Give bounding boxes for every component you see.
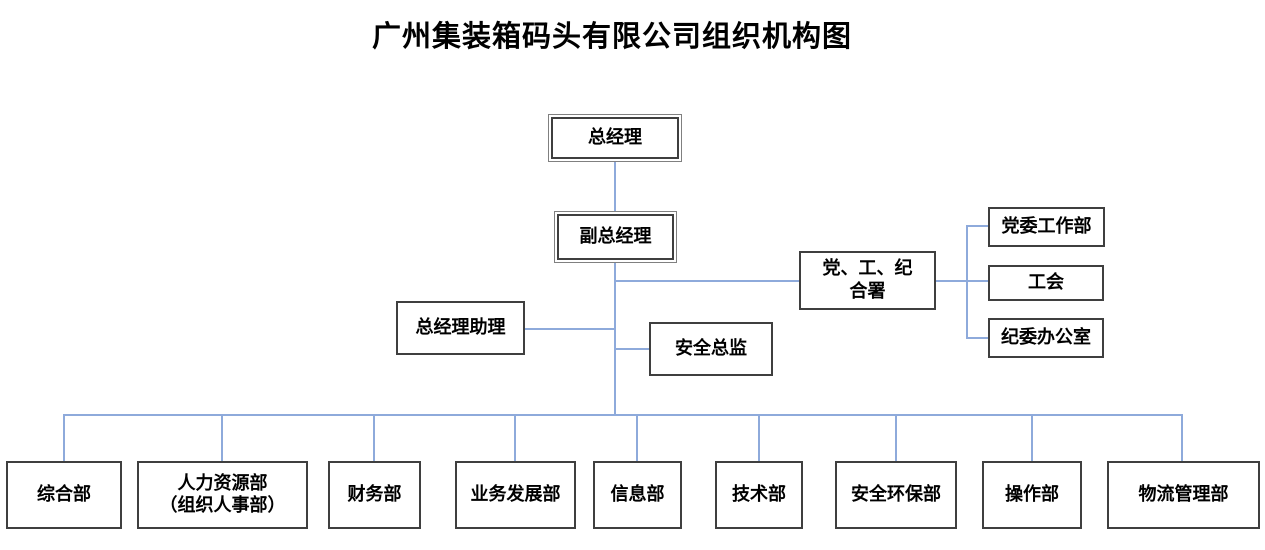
connector-party-spine [966,225,968,339]
connector-drop-3 [373,414,375,462]
connector-drop-6 [758,414,760,462]
connector-trunk-top [614,162,616,211]
chart-title: 广州集装箱码头有限公司组织机构图 [371,19,852,53]
connector-party-branch-bottom [966,337,988,339]
node-dept-information: 信息部 [593,461,682,529]
node-discipline-committee-office: 纪委办公室 [988,318,1104,358]
node-label-line2: 合署 [849,280,886,302]
node-gm-assistant: 总经理助理 [396,301,525,355]
node-label: 安全总监 [675,337,747,359]
connector-trunk-main [614,263,616,416]
connector-drop-7 [895,414,897,462]
node-label: 党委工作部 [1001,215,1092,237]
node-label-line1: 党、工、纪 [822,258,913,279]
node-party-committee-work-dept: 党委工作部 [988,207,1105,247]
connector-drop-1 [63,414,65,462]
node-dept-logistics-management: 物流管理部 [1107,461,1260,529]
node-deputy-general-manager: 副总经理 [554,211,677,263]
node-label: 综合部 [37,483,91,505]
connector-drop-2 [221,414,223,462]
node-label: 财务部 [347,483,402,505]
node-label: 业务发展部 [470,483,561,505]
node-label: 技术部 [732,483,786,505]
node-general-manager: 总经理 [548,114,682,162]
connector-drop-5 [636,414,638,462]
node-party-union-discipline-office: 党、工、纪 合署 [799,251,936,310]
connector-drop-8 [1031,414,1033,462]
node-dept-general-affairs: 综合部 [6,461,122,529]
connector-party-right [936,280,988,282]
connector-drop-9 [1181,414,1183,462]
connector-party-left [615,280,799,282]
node-label: 信息部 [610,483,665,505]
connector-gm-assistant [525,328,615,330]
node-label: 总经理 [588,126,642,148]
connector-dept-rail [63,414,1183,416]
node-label: 纪委办公室 [1001,326,1091,348]
connector-safety-director [615,348,650,350]
node-label: 总经理助理 [415,316,506,338]
node-label: 操作部 [1005,483,1059,505]
node-dept-operations: 操作部 [982,461,1082,529]
node-safety-director: 安全总监 [649,322,773,376]
node-dept-finance: 财务部 [328,461,421,529]
node-dept-business-development: 业务发展部 [455,461,576,529]
node-label: 物流管理部 [1138,483,1229,505]
connector-party-branch-top [966,225,988,227]
node-labor-union: 工会 [988,265,1104,301]
node-label: 安全环保部 [851,483,941,505]
node-label: 工会 [1028,271,1064,293]
node-label-line2: （组织人事部） [159,495,286,516]
node-label: 副总经理 [579,225,652,247]
node-dept-human-resources: 人力资源部 （组织人事部） [137,461,308,529]
node-dept-safety-environment: 安全环保部 [835,461,957,529]
node-label-line1: 人力资源部 [177,472,268,494]
connector-drop-4 [514,414,516,462]
node-dept-technology: 技术部 [715,461,803,529]
